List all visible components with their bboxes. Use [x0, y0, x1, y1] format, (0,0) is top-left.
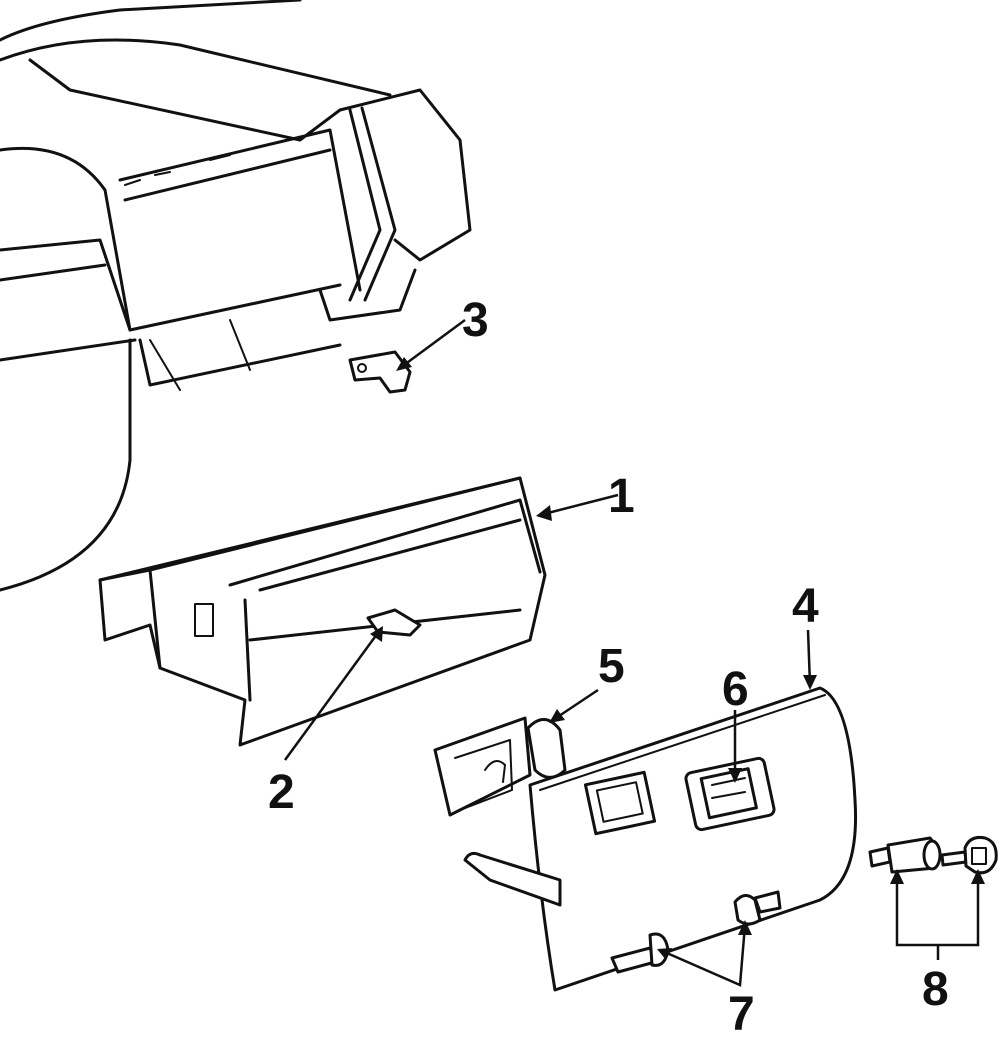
callout-5: 5 — [598, 640, 625, 693]
callout-6: 6 — [722, 663, 749, 716]
bracket-part — [348, 350, 412, 394]
clip-parts — [610, 890, 782, 974]
callout-labels: 1 2 3 4 5 6 7 8 — [268, 294, 949, 1037]
lock-cylinder — [684, 756, 776, 832]
callout-2: 2 — [268, 766, 295, 819]
callout-3: 3 — [462, 294, 489, 347]
lock-cylinder-and-key — [868, 836, 998, 875]
callout-1: 1 — [608, 470, 635, 523]
latch-assembly — [433, 716, 567, 817]
leader-lines — [283, 318, 985, 987]
instrument-panel — [0, 0, 472, 592]
glove-box-housing — [98, 476, 547, 747]
callout-4: 4 — [792, 580, 819, 633]
callout-7: 7 — [728, 988, 755, 1037]
glove-box-door — [463, 686, 858, 992]
callout-8: 8 — [922, 963, 949, 1016]
